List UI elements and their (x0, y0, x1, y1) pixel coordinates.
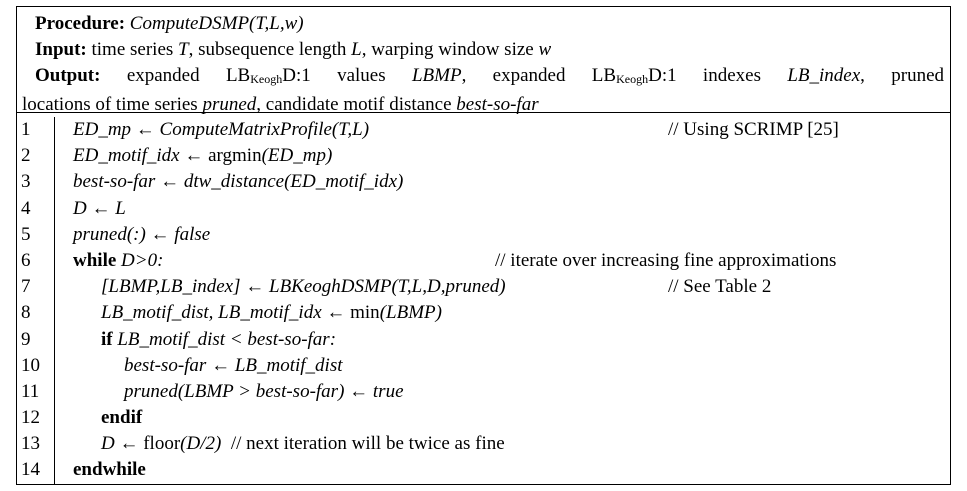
code-comment: // See Table 2 (668, 276, 772, 298)
code-text: pruned(LBMP > best-so-far) ← true (124, 380, 404, 402)
code-text: best-so-far ← dtw_distance(ED_motif_idx) (73, 171, 404, 193)
code-text: pruned(:) ← false (73, 223, 211, 245)
code-line-6: 6 while D>0: // iterate over increasing … (17, 248, 950, 274)
input-T: T (178, 39, 189, 60)
line-number-divider (54, 117, 55, 484)
code-comment: // iterate over increasing fine approxim… (495, 249, 837, 271)
line-number: 6 (21, 249, 31, 271)
output-text-3: , expanded LB (461, 65, 617, 86)
line-number: 14 (21, 459, 40, 481)
input-text-1: time series (91, 39, 179, 60)
code-text: ED_motif_idx ← argmin(ED_mp) (73, 143, 332, 169)
line-number: 11 (21, 380, 40, 402)
code-line-8: 8 LB_motif_dist, LB_motif_idx ← min(LBMP… (17, 300, 950, 326)
line-number: 10 (21, 354, 40, 376)
code-comment: // Using SCRIMP [25] (668, 119, 839, 140)
code-line-7: 7 [LBMP,LB_index] ← LBKeoghDSMP(T,L,D,pr… (17, 274, 950, 300)
code-line-4: 4 D ← L (17, 196, 950, 222)
code-line-1: 1 ED_mp ← ComputeMatrixProfile(T,L) // U… (17, 117, 950, 143)
output-text-2: D:1 values (282, 65, 412, 86)
algorithm-body: 1 ED_mp ← ComputeMatrixProfile(T,L) // U… (17, 117, 950, 484)
line-number: 7 (21, 276, 31, 298)
output-text-6: locations of time series (22, 94, 203, 115)
input-w: w (538, 39, 552, 60)
output-lbindex: LB_index (787, 65, 861, 86)
line-number: 2 (21, 145, 31, 167)
output-label: Output: (35, 65, 101, 86)
code-part: (LBMP) (379, 302, 442, 324)
keyword-while: while (73, 249, 122, 271)
output-line-2: locations of time series pruned, candida… (22, 92, 950, 118)
input-text-2: , subsequence length (188, 39, 352, 60)
line-number: 4 (21, 197, 31, 219)
procedure-label: Procedure: (35, 13, 126, 34)
code-text: ED_mp ← ComputeMatrixProfile(T,L) (73, 119, 370, 140)
code-part: (D/2) (180, 433, 222, 455)
output-line-1: Output: expanded LBKeoghD:1 values LBMP,… (22, 63, 950, 92)
code-text: LB_motif_dist, LB_motif_idx ← min(LBMP) (101, 300, 442, 326)
algorithm-header: Procedure: ComputeDSMP(T,L,w) Input: tim… (17, 7, 950, 115)
line-number: 8 (21, 302, 31, 324)
code-line-10: 10 best-so-far ← LB_motif_dist (17, 353, 950, 379)
code-func: min (350, 302, 380, 324)
line-number: 9 (21, 328, 31, 350)
code-line-12: 12 endif (17, 405, 950, 431)
code-line-13: 13 D ← floor(D/2) // next iteration will… (17, 431, 950, 457)
code-part: LB_motif_dist, LB_motif_idx ← (101, 302, 351, 324)
code-text: while D>0: (73, 248, 163, 274)
output-text-4: D:1 indexes (648, 65, 788, 86)
code-text: if LB_motif_dist < best-so-far: (101, 327, 336, 353)
line-number: 13 (21, 433, 40, 455)
input-text-3: , warping window size (361, 39, 539, 60)
code-part: D>0: (121, 249, 164, 271)
algorithm-box: Procedure: ComputeDSMP(T,L,w) Input: tim… (16, 6, 951, 485)
line-number: 1 (21, 119, 31, 140)
output-bsf: best-so-far (456, 94, 539, 115)
code-text: D ← L (73, 197, 126, 219)
output-text-5: , pruned (860, 65, 945, 86)
keyword-if: if (101, 328, 118, 350)
output-text-1: expanded LB (126, 65, 251, 86)
output-text-7: , candidate motif distance (256, 94, 457, 115)
procedure-name: ComputeDSMP(T,L,w) (129, 13, 304, 34)
code-func: floor (143, 433, 181, 455)
output-sub-1: Keogh (250, 72, 283, 86)
keyword-endif: endif (101, 407, 143, 429)
code-line-2: 2 ED_motif_idx ← argmin(ED_mp) (17, 143, 950, 169)
line-number: 12 (21, 407, 40, 429)
code-text: best-so-far ← LB_motif_dist (124, 354, 343, 376)
output-pruned: pruned (202, 94, 257, 115)
output-lbmp: LBMP (411, 65, 462, 86)
code-part: (ED_mp) (261, 145, 333, 167)
code-text: D ← floor(D/2) // next iteration will be… (101, 431, 505, 457)
code-comment: // next iteration will be twice as fine (221, 433, 505, 455)
procedure-line: Procedure: ComputeDSMP(T,L,w) (22, 11, 950, 37)
output-sub-2: Keogh (616, 72, 649, 86)
line-number: 3 (21, 171, 31, 193)
code-line-9: 9 if LB_motif_dist < best-so-far: (17, 327, 950, 353)
input-label: Input: (35, 39, 87, 60)
code-line-3: 3 best-so-far ← dtw_distance(ED_motif_id… (17, 169, 950, 195)
code-func: argmin (208, 145, 262, 167)
code-line-11: 11 pruned(LBMP > best-so-far) ← true (17, 379, 950, 405)
input-line: Input: time series T, subsequence length… (22, 37, 950, 63)
input-L: L (351, 39, 362, 60)
line-number: 5 (21, 223, 31, 245)
code-part: LB_motif_dist < best-so-far: (117, 328, 337, 350)
code-text: [LBMP,LB_index] ← LBKeoghDSMP(T,L,D,prun… (101, 276, 506, 298)
code-part: D ← (101, 433, 144, 455)
keyword-endwhile: endwhile (73, 459, 146, 481)
code-part: ED_motif_idx ← (73, 145, 209, 167)
code-line-14: 14 endwhile (17, 457, 950, 483)
code-line-5: 5 pruned(:) ← false (17, 222, 950, 248)
